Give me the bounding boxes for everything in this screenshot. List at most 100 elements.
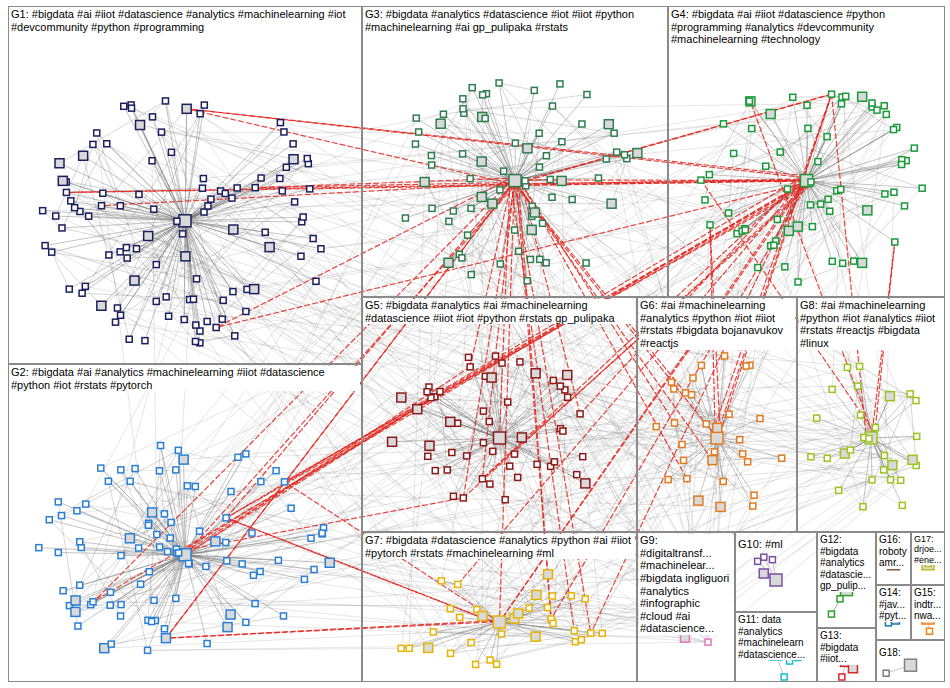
network-link: [415, 144, 581, 640]
vertex-icon: [790, 94, 796, 100]
vertex-icon: [829, 258, 835, 264]
vertex-icon: [397, 393, 406, 402]
strong-link: [166, 183, 514, 639]
vertex-icon: [755, 558, 761, 564]
vertex-icon: [494, 616, 506, 628]
network-link: [717, 97, 793, 605]
group-box: G7: #bigdata #datascience #analytics #py…: [362, 532, 637, 682]
vertex-icon: [487, 373, 496, 382]
vertex-icon: [480, 440, 486, 446]
vertex-icon: [279, 188, 285, 194]
vertex-icon: [98, 203, 104, 209]
vertex-icon: [750, 503, 756, 509]
network-link: [93, 144, 476, 664]
vertex-icon: [836, 487, 842, 493]
vertex-icon: [121, 103, 127, 109]
vertex-icon: [226, 610, 235, 619]
strong-link: [184, 397, 435, 553]
vertex-icon: [761, 554, 767, 560]
vertex-icon: [430, 629, 436, 635]
vertex-icon: [547, 176, 553, 182]
vertex-icon: [581, 479, 590, 488]
vertex-icon: [58, 513, 64, 519]
vertex-icon: [104, 141, 110, 147]
vertex-icon: [79, 151, 88, 160]
vertex-icon: [814, 415, 820, 421]
vertex-icon: [71, 607, 80, 616]
vertex-icon: [464, 453, 470, 459]
vertex-icon: [881, 467, 887, 473]
vertex-icon: [153, 262, 159, 268]
vertex-icon: [157, 544, 163, 550]
vertex-icon: [671, 420, 677, 426]
vertex-icon: [440, 111, 446, 117]
vertex-icon: [919, 185, 925, 191]
vertex-icon: [262, 229, 268, 235]
vertex-icon: [450, 493, 456, 499]
network-link: [842, 97, 892, 465]
vertex-icon: [129, 105, 135, 111]
vertex-icon: [228, 489, 234, 495]
vertex-icon: [258, 479, 264, 485]
vertex-icon: [480, 92, 486, 98]
group-heading: G14: #jav... #pyt...: [878, 587, 909, 622]
vertex-icon: [125, 534, 134, 543]
strong-link: [513, 176, 591, 634]
vertex-icon: [497, 187, 503, 193]
vertex-icon: [63, 189, 69, 195]
group-heading: G12: #bigdata #analytics #datascie... gp…: [819, 534, 874, 592]
vertex-icon: [204, 318, 210, 324]
vertex-icon: [118, 613, 124, 619]
vertex-icon: [740, 451, 746, 457]
vertex-icon: [199, 185, 205, 191]
vertex-icon: [161, 511, 167, 517]
group-heading: G9: #digitaltransf... #machinelear... #b…: [639, 534, 733, 635]
vertex-icon: [197, 528, 203, 534]
vertex-icon: [66, 286, 72, 292]
vertex-icon: [837, 596, 843, 602]
vertex-icon: [144, 232, 153, 241]
vertex-icon: [479, 476, 485, 482]
vertex-icon: [130, 276, 139, 285]
vertex-icon: [182, 104, 191, 113]
vertex-icon: [468, 205, 474, 211]
network-link: [203, 124, 723, 179]
network-link: [91, 256, 186, 604]
group-heading: G16: roboty amr...: [878, 534, 909, 569]
vertex-icon: [53, 213, 59, 219]
vertex-icon: [595, 175, 601, 181]
vertex-icon: [265, 243, 274, 252]
vertex-icon: [465, 232, 471, 238]
vertex-icon: [713, 423, 722, 432]
vertex-icon: [200, 176, 206, 182]
vertex-icon: [568, 593, 574, 599]
vertex-icon: [258, 175, 264, 181]
vertex-icon: [698, 177, 704, 183]
network-link: [117, 308, 702, 575]
vertex-icon: [159, 129, 165, 135]
vertex-icon: [512, 227, 518, 233]
vertex-icon: [769, 557, 775, 563]
vertex-icon: [444, 258, 453, 267]
vertex-icon: [711, 449, 717, 455]
network-link: [121, 470, 687, 479]
vertex-icon: [223, 515, 229, 521]
vertex-icon: [243, 451, 249, 457]
vertex-icon: [731, 150, 737, 156]
vertex-icon: [774, 216, 780, 222]
network-link: [441, 124, 607, 159]
vertex-icon: [557, 176, 566, 185]
vertex-icon: [75, 623, 81, 629]
vertex-icon: [702, 197, 708, 203]
vertex-icon: [501, 168, 507, 174]
network-link: [798, 261, 854, 282]
vertex-icon: [118, 312, 124, 318]
vertex-icon: [549, 593, 555, 599]
vertex-icon: [186, 561, 192, 567]
vertex-icon: [905, 659, 917, 671]
vertex-icon: [219, 316, 225, 322]
vertex-icon: [759, 569, 768, 578]
network-link: [443, 114, 916, 400]
vertex-icon: [843, 93, 849, 99]
vertex-icon: [665, 477, 671, 483]
